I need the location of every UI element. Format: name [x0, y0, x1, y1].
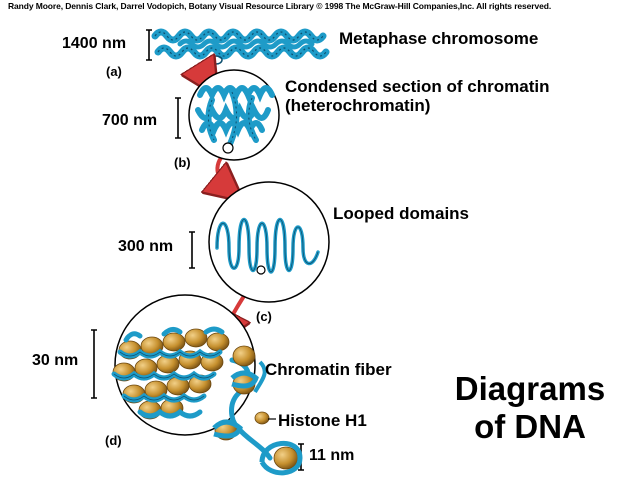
panel-label-b: (b): [174, 155, 191, 170]
panel-label-a: (a): [106, 64, 122, 79]
diagram-title-line2: of DNA: [474, 408, 586, 445]
panel-label-d: (d): [105, 433, 122, 448]
scale-300nm: 300 nm: [118, 238, 174, 255]
diagram-title: Diagrams of DNA: [440, 370, 620, 446]
label-heterochromatin: (heterochromatin): [285, 96, 431, 115]
diagram-title-line1: Diagrams: [454, 370, 606, 407]
panel-label-c: (c): [256, 309, 272, 324]
label-metaphase-chromosome: Metaphase chromosome: [339, 29, 539, 48]
label-chromatin-fiber: Chromatin fiber: [265, 360, 392, 379]
scale-1400nm: 1400 nm: [62, 35, 127, 52]
label-histone-h1: Histone H1: [278, 411, 367, 430]
scale-11nm: 11 nm: [309, 447, 355, 464]
label-looped-domains: Looped domains: [333, 204, 469, 223]
heterochromatin-circle: [188, 69, 280, 161]
scale-30nm: 30 nm: [32, 352, 79, 369]
credit-line: Randy Moore, Dennis Clark, Darrel Vodopi…: [8, 1, 552, 11]
chromatin-fiber-circle: [111, 294, 303, 476]
scale-700nm: 700 nm: [102, 112, 158, 129]
label-condensed-chromatin: Condensed section of chromatin: [285, 77, 550, 96]
looped-domains-circle: [208, 181, 330, 303]
scale-bars: [91, 29, 304, 471]
metaphase-chromosome: [151, 28, 330, 65]
